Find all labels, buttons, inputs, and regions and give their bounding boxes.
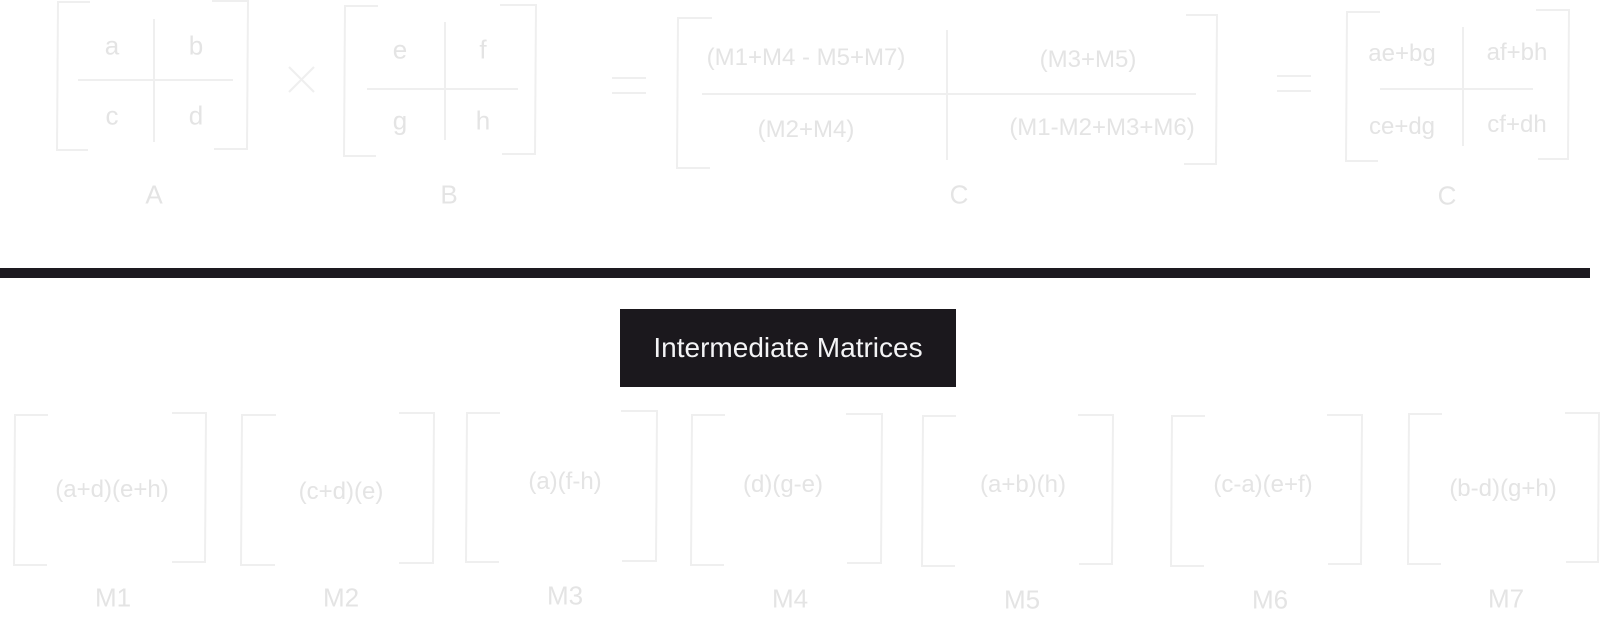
matrix-c-result-cell-22: cf+dh bbox=[1487, 111, 1547, 138]
equals-icon-2 bbox=[1277, 75, 1311, 92]
matrix-a-label: A bbox=[145, 179, 163, 210]
m4-expression: (d)(g-e) bbox=[742, 471, 824, 498]
matrix-c-result-brackets bbox=[1344, 9, 1571, 162]
matrix-c-result-cell-12: af+bh bbox=[1486, 39, 1548, 66]
matrix-b-brackets bbox=[342, 4, 538, 157]
m6-brackets bbox=[1169, 414, 1364, 567]
section-divider bbox=[0, 268, 1590, 278]
matrix-c-formula-cell-11: (M1+M4 - M5+M7) bbox=[706, 44, 906, 71]
matrix-c-result-label: C bbox=[1437, 180, 1457, 211]
m1-label: M1 bbox=[94, 582, 132, 613]
matrix-a-dividers bbox=[78, 19, 233, 142]
matrix-b-label: B bbox=[440, 179, 458, 210]
matrix-a-cell-c: c bbox=[105, 100, 119, 131]
matrix-c-result-dividers bbox=[1380, 27, 1533, 146]
matrix-b-cell-g: g bbox=[392, 105, 408, 136]
matrix-c-formula-dividers bbox=[702, 30, 1196, 160]
matrix-a-cell-d: d bbox=[188, 100, 204, 131]
m3-expression: (a)(f-h) bbox=[528, 468, 602, 495]
m7-brackets bbox=[1406, 412, 1600, 565]
m5-label: M5 bbox=[1003, 584, 1041, 615]
intermediate-matrices-banner: Intermediate Matrices bbox=[620, 309, 956, 387]
matrix-b-dividers bbox=[367, 22, 518, 140]
times-icon bbox=[288, 66, 315, 93]
m2-label: M2 bbox=[322, 582, 360, 613]
equals-icon bbox=[612, 77, 646, 94]
matrix-b-cell-e: e bbox=[392, 34, 408, 65]
m2-brackets bbox=[239, 412, 436, 566]
m6-expression: (c-a)(e+f) bbox=[1213, 471, 1313, 498]
matrix-a-brackets bbox=[55, 0, 250, 151]
m7-label: M7 bbox=[1487, 583, 1525, 614]
matrix-c-formula-label: C bbox=[949, 179, 969, 210]
m4-label: M4 bbox=[771, 583, 809, 614]
matrix-c-formula-cell-21: (M2+M4) bbox=[757, 116, 855, 143]
m4-brackets bbox=[689, 413, 884, 566]
matrix-c-result-cell-21: ce+dg bbox=[1368, 113, 1436, 140]
m3-label: M3 bbox=[546, 580, 584, 611]
m1-expression: (a+d)(e+h) bbox=[55, 476, 169, 503]
banner-label: Intermediate Matrices bbox=[653, 332, 923, 363]
matrix-c-formula-cell-12: (M3+M5) bbox=[1039, 46, 1137, 73]
matrix-c-result-cell-11: ae+bg bbox=[1368, 40, 1436, 67]
m3-brackets bbox=[464, 410, 659, 563]
m7-expression: (b-d)(g+h) bbox=[1449, 475, 1557, 502]
m1-brackets bbox=[12, 412, 208, 566]
matrix-a-cell-b: b bbox=[188, 30, 204, 61]
m2-expression: (c+d)(e) bbox=[298, 478, 384, 505]
matrix-c-formula-brackets bbox=[675, 14, 1219, 169]
m5-brackets bbox=[920, 414, 1115, 567]
matrix-c-formula-cell-22: (M1-M2+M3+M6) bbox=[1009, 114, 1195, 141]
matrix-b-cell-f: f bbox=[479, 34, 487, 65]
m5-expression: (a+b)(h) bbox=[979, 471, 1067, 498]
matrix-b-cell-h: h bbox=[475, 105, 491, 136]
matrix-a-cell-a: a bbox=[104, 30, 120, 61]
m6-label: M6 bbox=[1251, 584, 1289, 615]
